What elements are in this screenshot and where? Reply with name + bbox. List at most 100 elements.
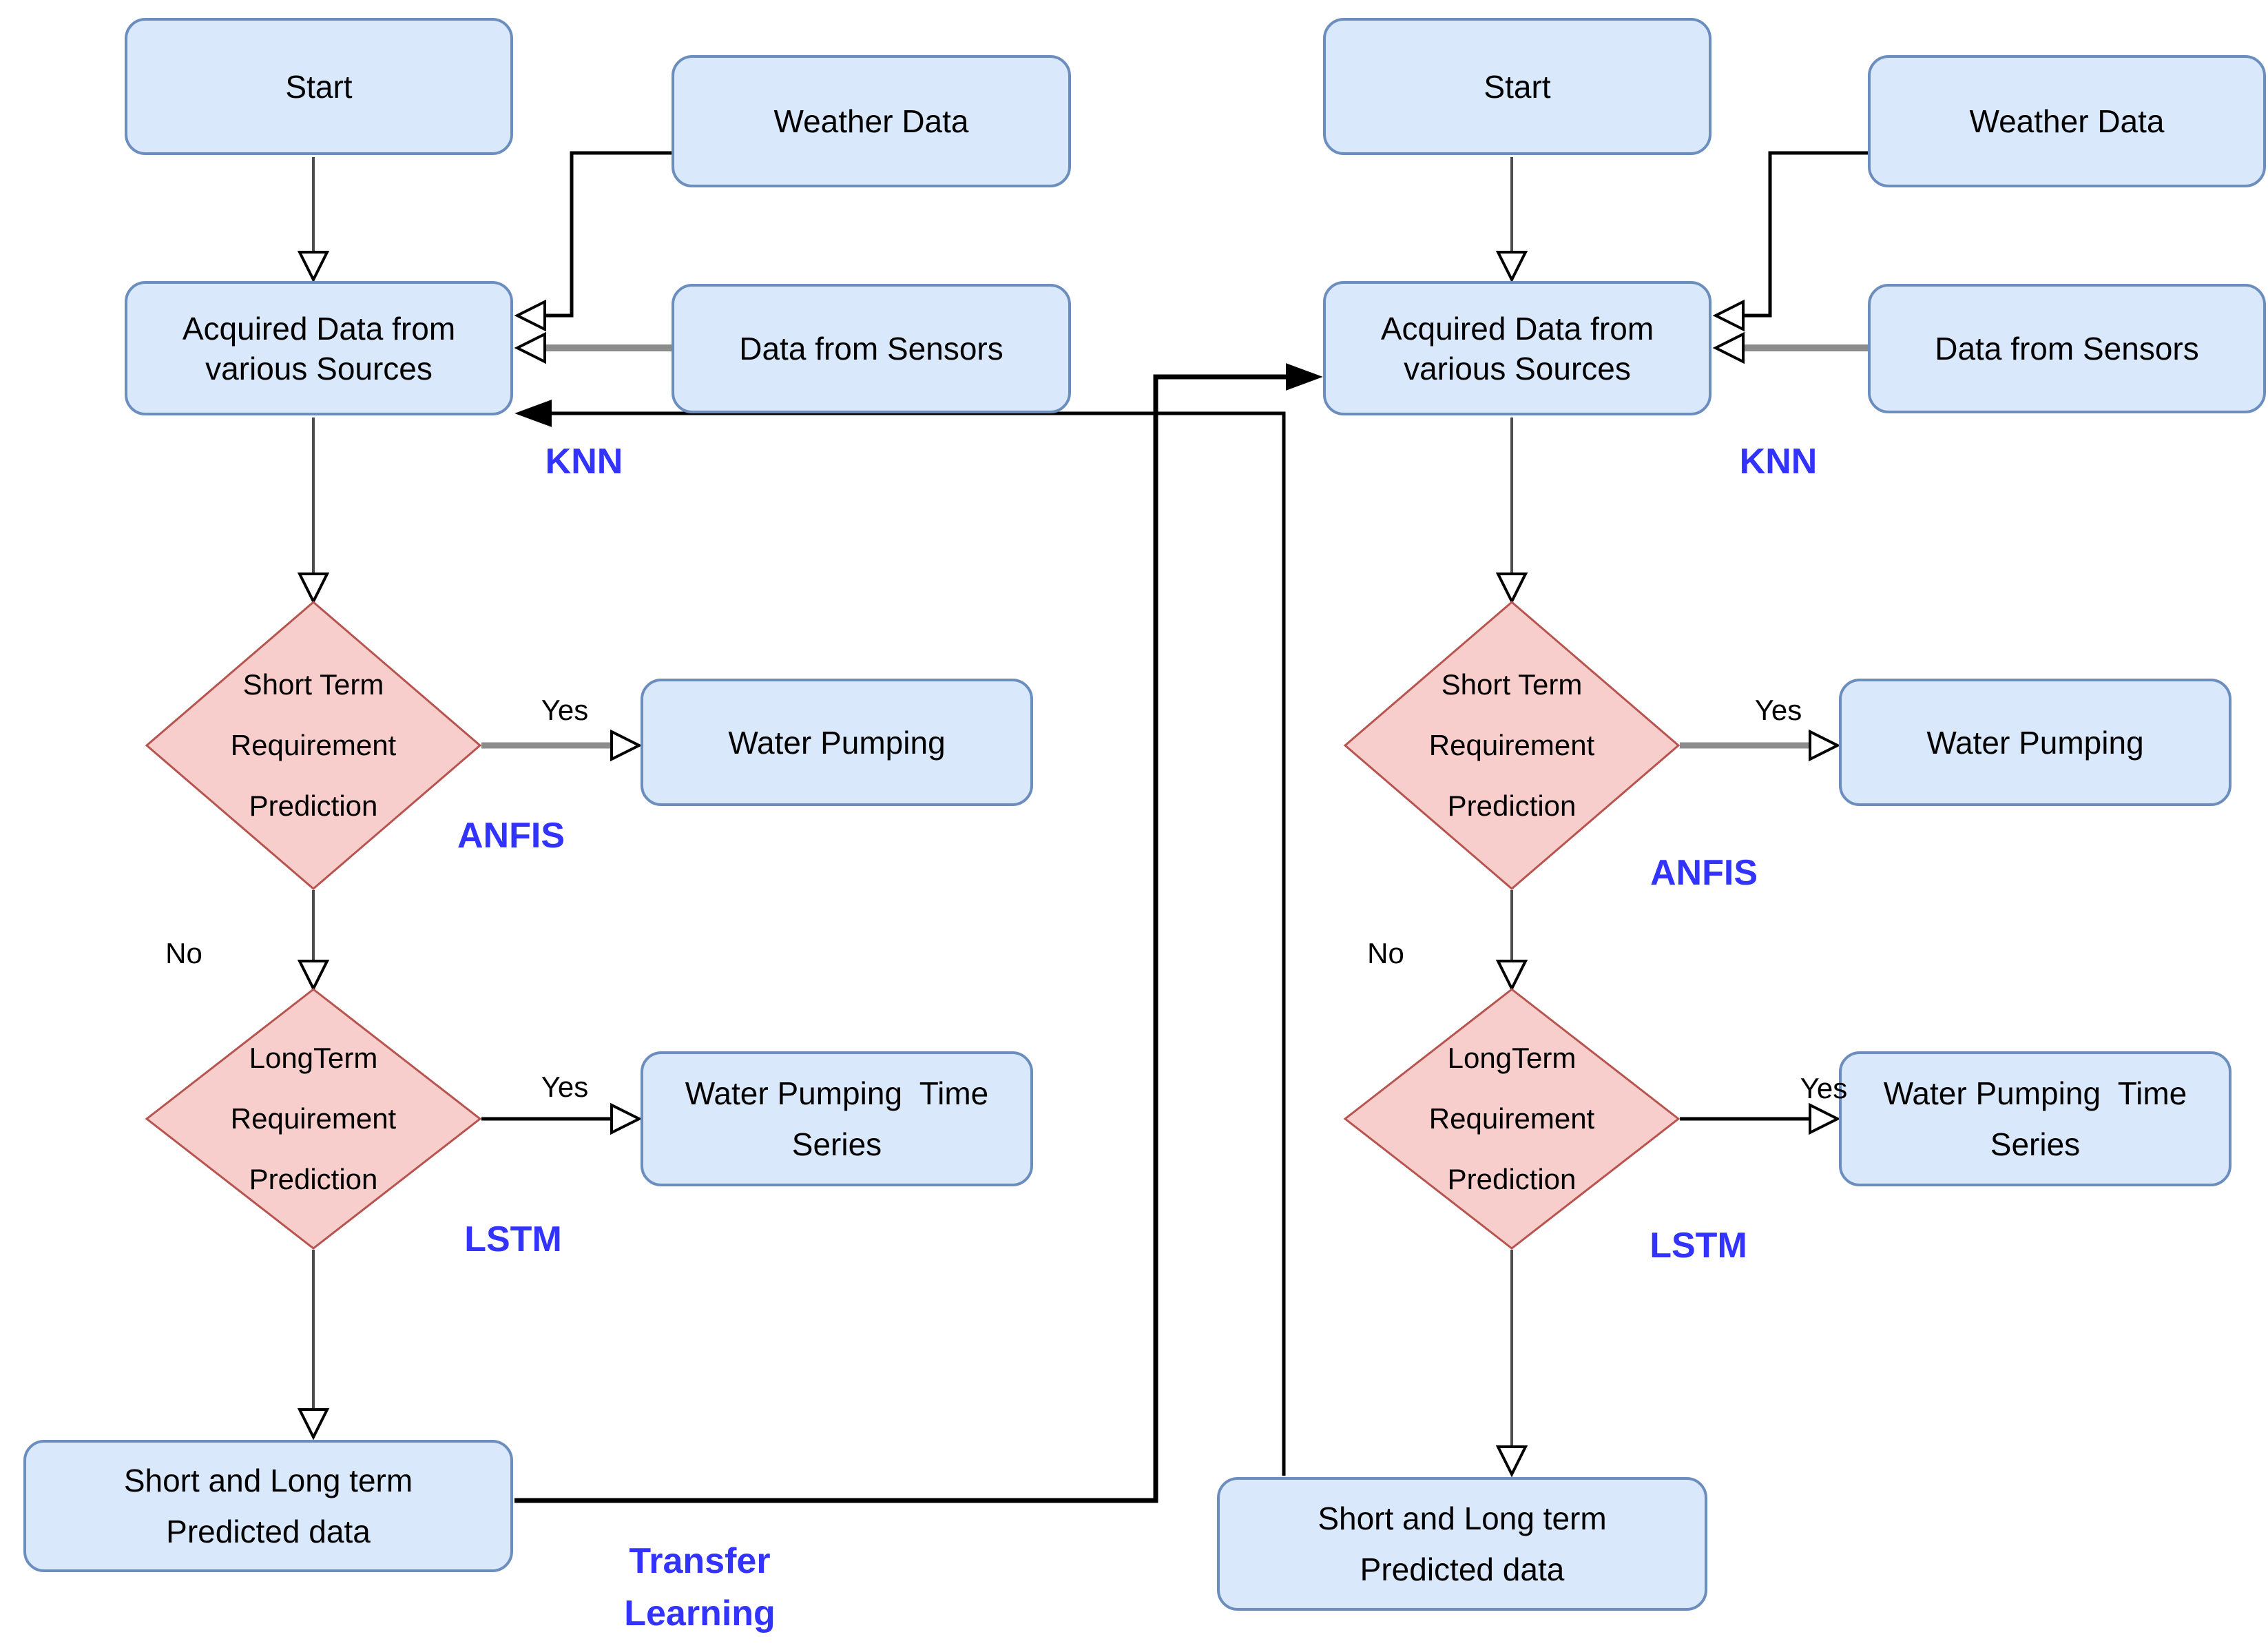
right-start-node[interactable]: Start	[1323, 18, 1712, 155]
left-long-term-yes-label: Yes	[541, 1069, 589, 1105]
left-start-to-acquired-arrow-head	[297, 251, 330, 283]
right-start-node-text-line: Start	[1484, 68, 1551, 105]
right-long-term-decision-shape[interactable]	[1343, 988, 1681, 1250]
left-predicted-data-node-text-line: Predicted data	[166, 1514, 371, 1549]
left-short-term-decision-text-line: Requirement	[230, 729, 397, 761]
left-long-term-yes-label-text-line: Yes	[541, 1071, 589, 1103]
left-water-pumping-time-series-node-text-line: Series	[791, 1126, 882, 1162]
left-lstm-label-text-line: LSTM	[464, 1219, 562, 1259]
left-long-term-decision-text-line: Requirement	[230, 1102, 397, 1135]
right-water-pumping-node-text-line: Water Pumping	[1926, 724, 2144, 761]
right-long-term-decision-text-line: LongTerm	[1447, 1042, 1577, 1074]
right-water-pumping-node[interactable]: Water Pumping	[1839, 679, 2231, 806]
left-long-term-decision-shape[interactable]	[145, 988, 482, 1250]
right-knn-label: KNN	[1740, 435, 1818, 488]
right-long-term-decision-text-line: Prediction	[1447, 1163, 1577, 1195]
transfer-learning-arrow	[514, 374, 1302, 1503]
left-lstm-label: LSTM	[464, 1213, 562, 1266]
right-anfis-label-text-line: ANFIS	[1650, 853, 1758, 893]
right-water-pumping-time-series-node-text-line: Series	[1990, 1126, 2081, 1162]
right-short-term-decision-text-line: Requirement	[1428, 729, 1595, 761]
left-anfis-label-text-line: ANFIS	[457, 816, 565, 856]
left-acquired-data-node-text-line: Acquired Data from	[182, 310, 456, 347]
right-lstm-label-text-line: LSTM	[1650, 1226, 1747, 1266]
right-short-term-decision-text-line: Short Term	[1441, 668, 1583, 701]
right-short-term-no-arrow-head	[1495, 960, 1528, 992]
left-long-term-to-predicted-arrow-head	[297, 1408, 330, 1441]
left-long-term-yes-arrow-head	[610, 1102, 643, 1135]
left-weather-to-acquired-arrow	[543, 151, 674, 318]
right-acquired-data-node-text-line: Acquired Data from	[1380, 310, 1654, 347]
transfer-learning-label-text-line: Learning	[624, 1594, 776, 1633]
left-short-term-yes-arrow-head	[610, 729, 643, 762]
right-weather-to-acquired-arrow	[1742, 151, 1870, 318]
knn-feedback-arrow	[535, 411, 1286, 1476]
right-predicted-data-node-text-line: Predicted data	[1360, 1551, 1565, 1587]
right-short-term-yes-label: Yes	[1755, 692, 1802, 728]
right-long-term-to-predicted-arrow-head	[1495, 1445, 1528, 1478]
transfer-learning-arrow-head	[1286, 363, 1323, 391]
transfer-learning-label-text-line: Transfer	[629, 1541, 771, 1581]
right-weather-to-acquired-arrow-head	[1712, 299, 1745, 332]
left-long-term-decision-text-line: Prediction	[249, 1163, 378, 1195]
left-short-term-decision-text-line: Prediction	[249, 790, 378, 822]
left-knn-label-text-line: KNN	[545, 442, 623, 482]
right-no-label: No	[1367, 936, 1404, 971]
left-acquired-data-node-text-line: various Sources	[205, 350, 433, 386]
left-short-term-no-arrow-head	[297, 960, 330, 992]
left-predicted-data-node-text-line: Short and Long term	[123, 1463, 413, 1498]
right-short-term-decision-shape[interactable]	[1343, 601, 1681, 890]
right-long-term-decision-text-line: Requirement	[1428, 1102, 1595, 1135]
right-long-term-yes-label-text-line: Yes	[1800, 1072, 1848, 1104]
right-acquired-to-short-term-arrow-head	[1495, 573, 1528, 605]
left-knn-label: KNN	[545, 435, 623, 488]
left-start-node-text-line: Start	[285, 68, 353, 105]
left-no-label: No	[165, 936, 202, 971]
right-water-pumping-time-series-node-text-line: Water Pumping Time	[1883, 1075, 2187, 1111]
left-short-term-decision-text-line: Short Term	[242, 668, 384, 701]
knn-feedback-arrow-head	[514, 400, 552, 427]
right-short-term-decision-text-line: Prediction	[1447, 790, 1577, 822]
left-start-node[interactable]: Start	[125, 18, 513, 155]
right-data-from-sensors-node-text-line: Data from Sensors	[1935, 331, 2199, 367]
right-long-term-yes-label: Yes	[1800, 1071, 1848, 1106]
right-sensors-to-acquired-arrow-head	[1712, 331, 1745, 364]
right-long-term-yes-arrow-head	[1809, 1102, 1841, 1135]
right-acquired-data-node-text-line: various Sources	[1404, 350, 1631, 386]
right-data-from-sensors-node[interactable]: Data from Sensors	[1868, 284, 2266, 413]
left-water-pumping-node-text-line: Water Pumping	[728, 724, 946, 761]
left-short-term-yes-label-text-line: Yes	[541, 694, 589, 726]
left-sensors-to-acquired-arrow-head	[514, 331, 546, 364]
left-weather-data-node[interactable]: Weather Data	[672, 55, 1071, 187]
left-long-term-decision-text-line: LongTerm	[249, 1042, 378, 1074]
left-data-from-sensors-node[interactable]: Data from Sensors	[672, 284, 1071, 413]
right-short-term-yes-arrow-head	[1809, 729, 1841, 762]
left-short-term-yes-label: Yes	[541, 692, 589, 728]
right-anfis-label: ANFIS	[1650, 847, 1758, 899]
left-short-term-decision-shape[interactable]	[145, 601, 482, 890]
right-predicted-data-node-text-line: Short and Long term	[1318, 1501, 1607, 1536]
left-no-label-text-line: No	[165, 937, 202, 969]
left-water-pumping-time-series-node-text-line: Water Pumping Time	[685, 1075, 989, 1111]
right-lstm-label: LSTM	[1650, 1219, 1747, 1272]
left-acquired-to-short-term-arrow-head	[297, 573, 330, 605]
left-anfis-label: ANFIS	[457, 809, 565, 862]
right-weather-data-node-text-line: Weather Data	[1969, 103, 2165, 139]
left-water-pumping-node[interactable]: Water Pumping	[641, 679, 1033, 806]
right-short-term-yes-label-text-line: Yes	[1754, 694, 1802, 726]
right-weather-data-node[interactable]: Weather Data	[1868, 55, 2266, 187]
left-data-from-sensors-node-text-line: Data from Sensors	[739, 331, 1003, 367]
